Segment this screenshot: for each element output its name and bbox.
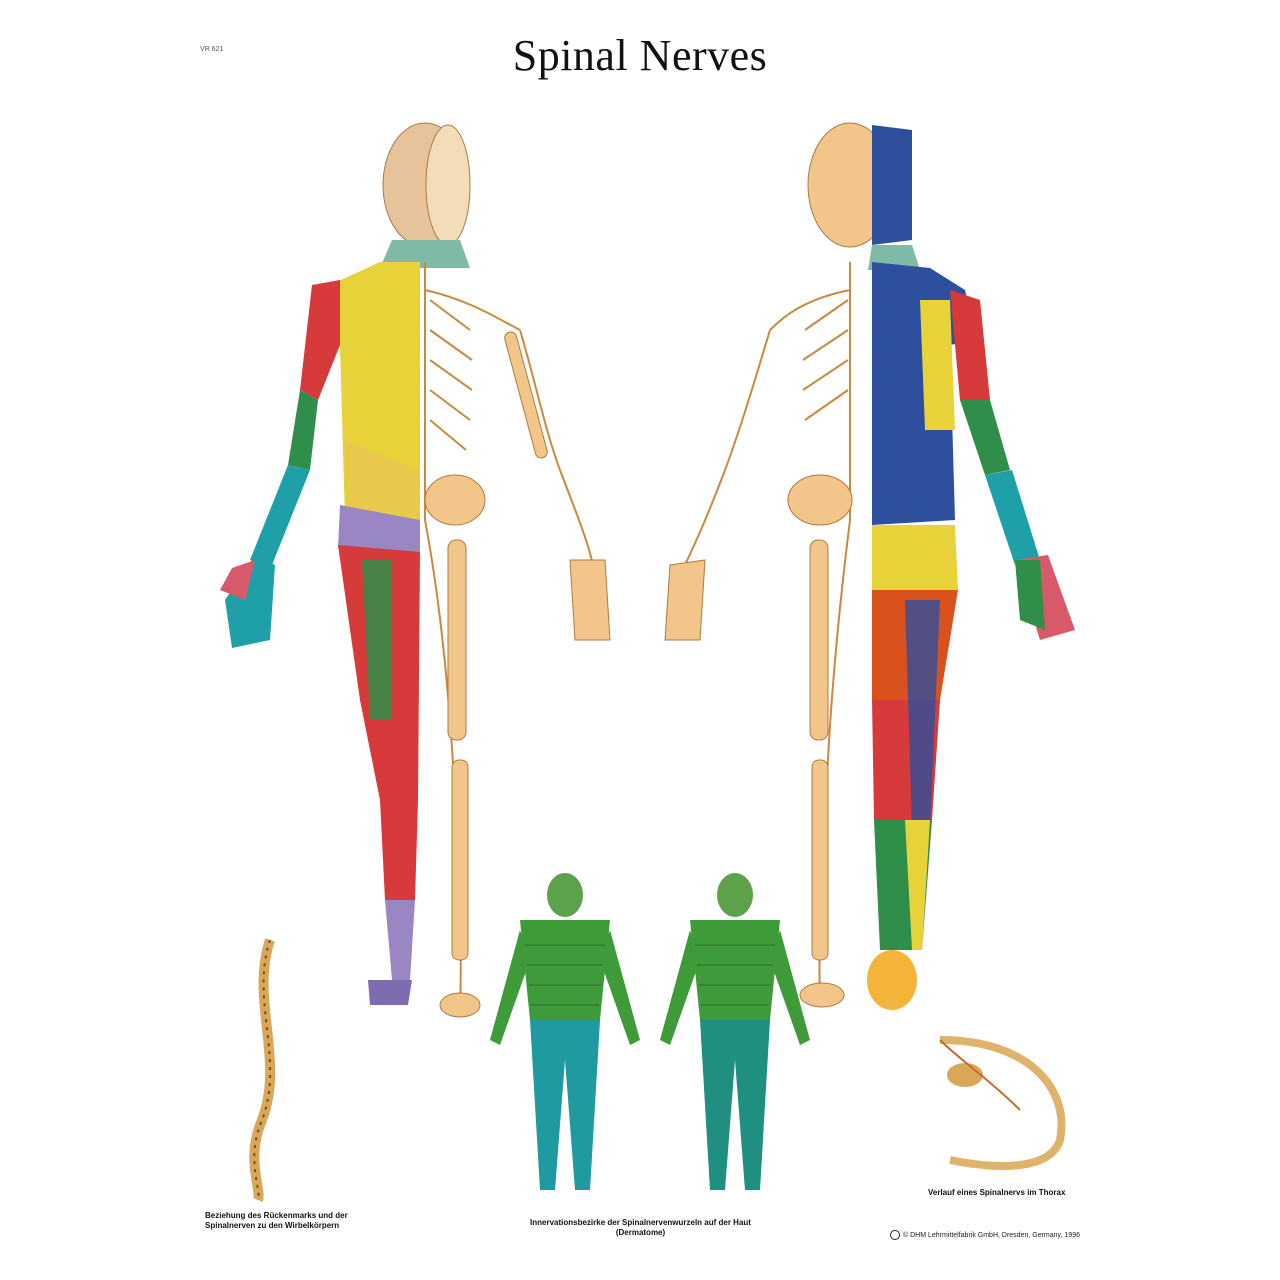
publisher-logo-icon — [890, 1230, 900, 1240]
dermatome-figures — [490, 873, 810, 1190]
dermatome-caption: Innervationsbezirke der Spinalnervenwurz… — [530, 1218, 751, 1237]
spine-caption: Beziehung des Rückenmarks und der Spinal… — [205, 1211, 348, 1230]
publisher-line: © DHM Lehrmittelfabrik GmbH, Dresden, Ge… — [890, 1230, 1080, 1240]
back-figure — [664, 122, 1075, 1010]
publisher-text: © DHM Lehrmittelfabrik GmbH, Dresden, Ge… — [903, 1231, 1080, 1239]
poster-code: VR 621 — [200, 46, 224, 53]
front-figure — [220, 122, 611, 1018]
thorax-caption: Verlauf eines Spinalnervs im Thorax — [928, 1188, 1066, 1197]
page-title: Spinal Nerves — [512, 31, 768, 80]
thorax-illustration — [939, 1036, 1066, 1170]
spine-illustration — [249, 938, 276, 1202]
